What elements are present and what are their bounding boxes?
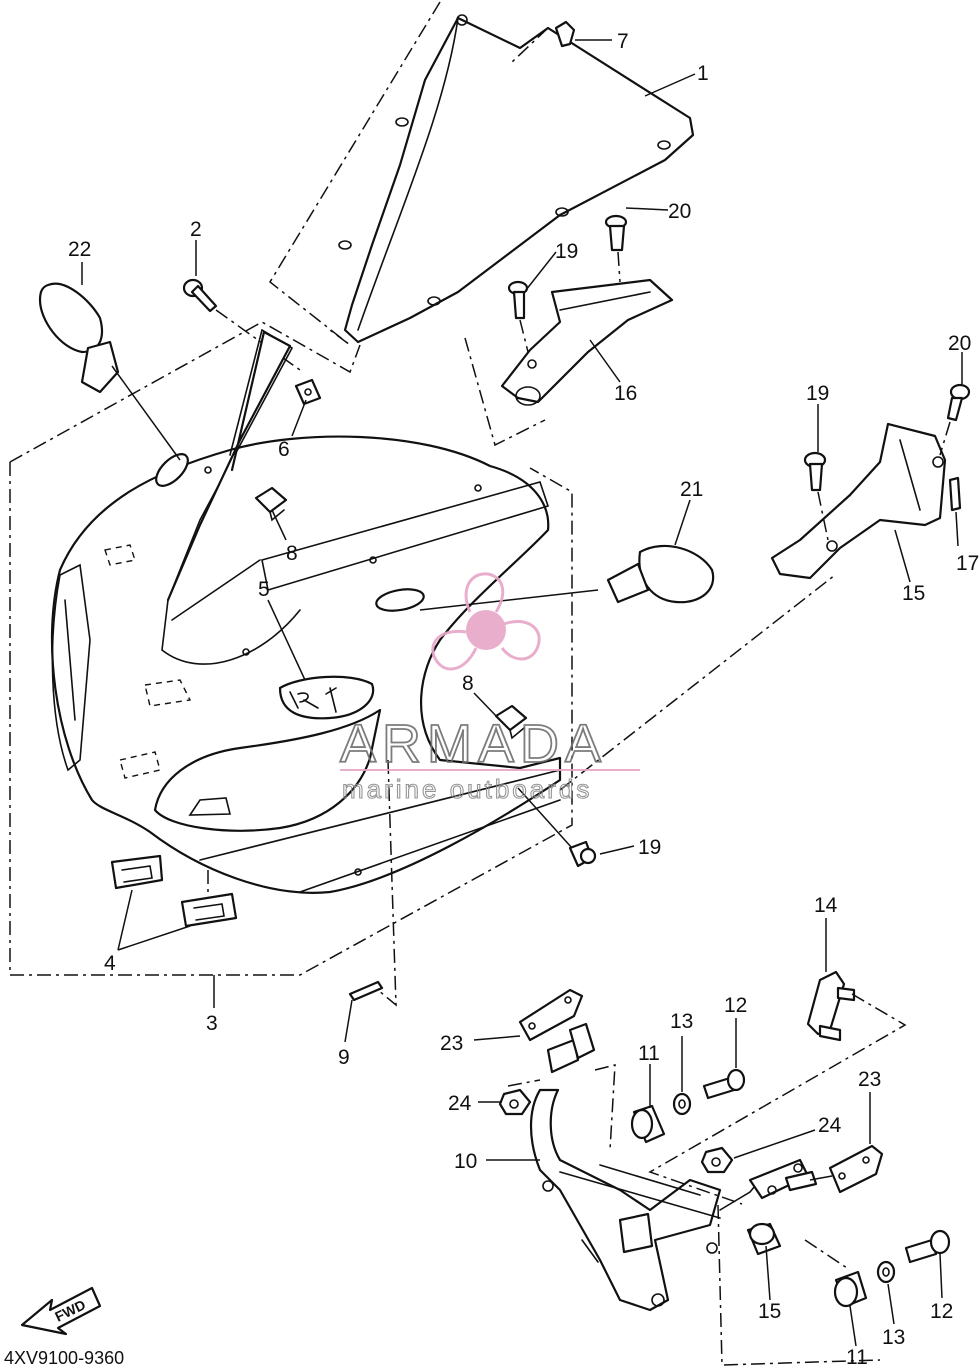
screw-19-lower-icon xyxy=(517,787,597,868)
callout-labels: 7 1 2 22 20 19 16 6 8 5 8 21 19 20 17 15… xyxy=(68,30,979,1368)
nut-24-right-icon xyxy=(700,1146,734,1174)
armada-logo: ARMADA marine outboards xyxy=(339,572,640,805)
leader-lines xyxy=(81,39,963,1347)
clip-6-icon xyxy=(294,378,322,406)
callout-19-right: 19 xyxy=(806,382,829,405)
panel-9-part xyxy=(348,759,397,1007)
bolt-3-icon xyxy=(511,20,576,63)
callout-19-top: 19 xyxy=(555,240,578,263)
callout-13-upper: 13 xyxy=(670,1010,693,1033)
inner-panel-17-part xyxy=(464,278,674,447)
nut-24-left-icon xyxy=(498,1079,541,1116)
callout-24-right: 24 xyxy=(818,1114,842,1137)
bracket-14-part xyxy=(648,970,907,1205)
callout-17: 16 xyxy=(614,382,637,405)
grommet-11-lower-icon xyxy=(833,1270,868,1308)
windshield-part xyxy=(269,1,695,346)
tape-18-icon xyxy=(948,476,962,512)
mirror-21-part xyxy=(419,544,715,611)
callout-5: 5 xyxy=(258,578,270,601)
callout-12-lower: 12 xyxy=(930,1300,953,1323)
callout-16: 15 xyxy=(902,582,925,605)
callout-23-right: 23 xyxy=(858,1068,881,1091)
link-arm-part xyxy=(748,1158,833,1200)
callout-6: 6 xyxy=(278,438,290,461)
side-panel-16-part xyxy=(559,422,947,791)
washer-13-upper-icon xyxy=(672,1092,692,1116)
callout-22: 22 xyxy=(68,238,91,261)
screw-19-right-icon xyxy=(803,451,829,541)
callout-7: 4 xyxy=(104,952,116,975)
screw-20-right-icon xyxy=(939,383,971,456)
callout-20-top: 20 xyxy=(668,200,691,223)
emblem-5-part xyxy=(278,675,375,720)
callout-23-left: 23 xyxy=(440,1032,463,1055)
collar-15-icon xyxy=(746,1222,782,1256)
callout-15: 15 xyxy=(758,1300,781,1323)
screw-19-top-icon xyxy=(507,280,531,361)
callout-20-right: 20 xyxy=(948,332,971,355)
bolt-12-lower-icon xyxy=(904,1229,951,1264)
callout-8-upper: 8 xyxy=(286,542,298,565)
cowling-4-part xyxy=(9,321,573,976)
callout-12-upper: 12 xyxy=(724,994,747,1017)
callout-9: 9 xyxy=(338,1046,350,1069)
fwd-arrow-icon: FWD xyxy=(20,1286,102,1336)
screw-20-top-icon xyxy=(604,214,628,283)
callout-1: 1 xyxy=(697,62,709,85)
callout-11-lower: 11 xyxy=(846,1346,868,1368)
bracket-23-left-icon xyxy=(518,988,584,1042)
callout-10: 10 xyxy=(454,1150,477,1173)
callout-18: 17 xyxy=(956,552,979,575)
bracket-23-right-icon xyxy=(828,1144,884,1194)
callout-3: 7 xyxy=(617,30,629,53)
callout-4: 3 xyxy=(206,1012,218,1035)
mirror-22-part xyxy=(38,282,181,461)
diagram-code: 4XV9100-9360 xyxy=(4,1348,124,1368)
watermark-tagline: marine outboards xyxy=(342,774,592,804)
callout-21: 21 xyxy=(680,478,703,501)
damper-7-right-icon xyxy=(180,870,238,928)
callout-13-lower: 13 xyxy=(882,1326,905,1349)
bolt-12-upper-icon xyxy=(702,1068,746,1100)
damper-7-left-icon xyxy=(110,854,164,890)
stay-10-part xyxy=(529,1022,761,1312)
grommet-11-upper-icon xyxy=(630,1104,666,1144)
assembly-line-lower xyxy=(594,1064,881,1366)
callout-2: 2 xyxy=(190,218,202,241)
callout-11-upper: 11 xyxy=(638,1042,660,1065)
callout-14: 14 xyxy=(814,894,838,917)
clip-8-lower-icon xyxy=(494,704,528,740)
callout-8-lower: 8 xyxy=(462,672,474,695)
watermark-brand: ARMADA xyxy=(340,714,607,774)
clip-8-upper-icon xyxy=(254,486,288,522)
callout-19-lower: 19 xyxy=(638,836,661,859)
callout-24-left: 24 xyxy=(448,1092,472,1115)
washer-13-lower-icon xyxy=(876,1260,896,1284)
